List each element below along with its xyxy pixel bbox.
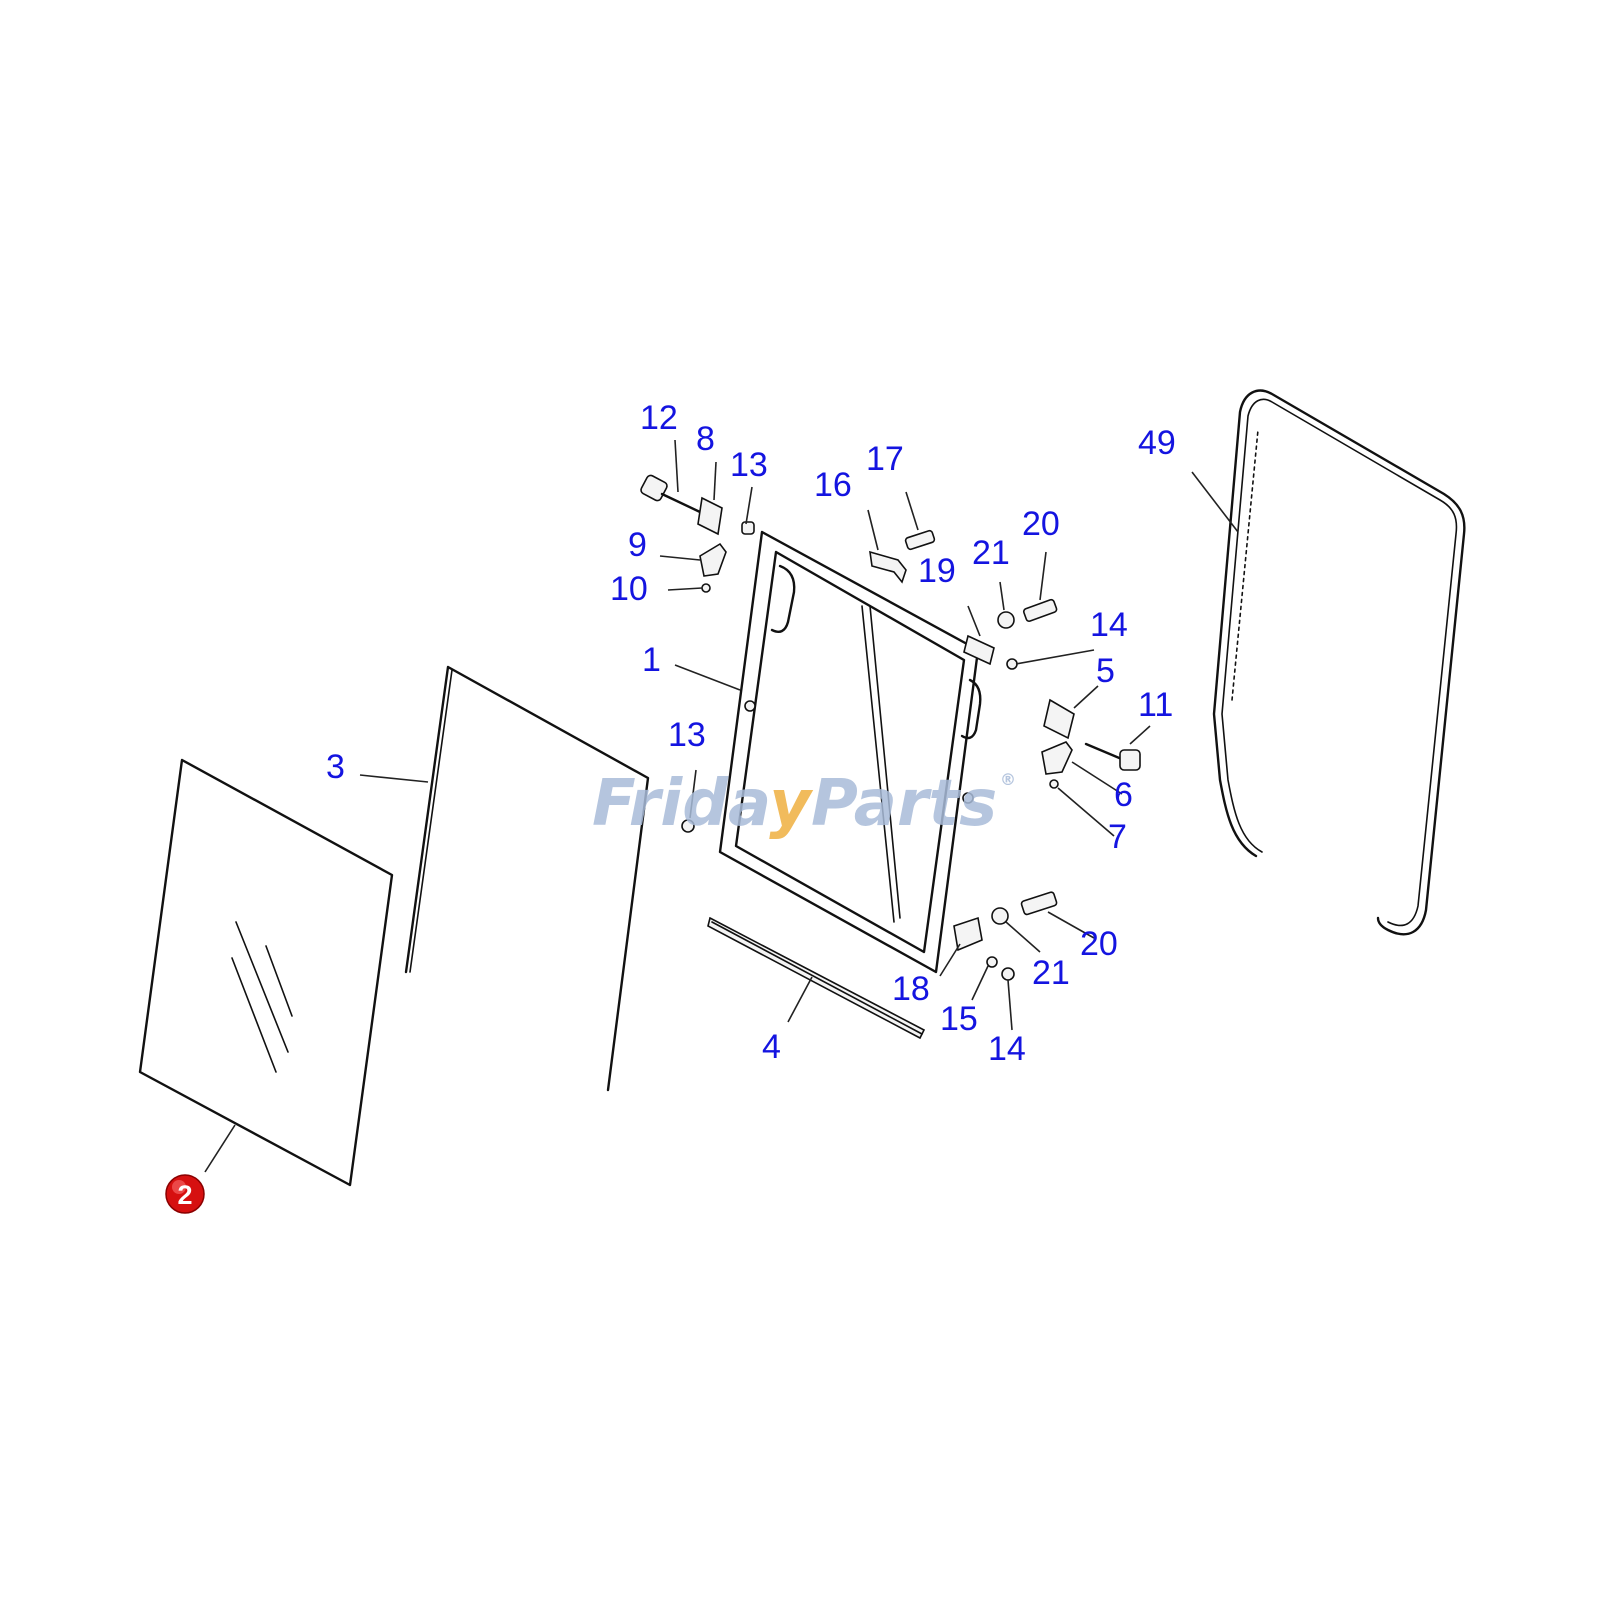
callout-12: 12 <box>640 399 678 437</box>
svg-text:FridayParts: FridayParts <box>592 767 997 841</box>
callout-6: 6 <box>1114 776 1133 814</box>
callout-11: 11 <box>1138 686 1173 724</box>
callout-4: 4 <box>762 1028 781 1066</box>
callout-5: 5 <box>1096 652 1115 690</box>
callout-14-upper: 14 <box>1090 606 1128 644</box>
callout-2: 2 <box>177 1180 192 1210</box>
callout-49: 49 <box>1138 424 1176 462</box>
callout-10: 10 <box>610 570 648 608</box>
callout-14-lower: 14 <box>988 1030 1026 1068</box>
callout-8: 8 <box>696 420 715 458</box>
part-glass-pane <box>138 758 394 1187</box>
callout-16: 16 <box>814 466 852 504</box>
callout-7: 7 <box>1108 818 1127 856</box>
callout-2-highlight: 2 <box>165 1174 205 1214</box>
watermark-logo: FridayParts ® <box>592 767 1016 841</box>
callout-19: 19 <box>918 552 956 590</box>
leader-lines <box>204 439 1239 1173</box>
callout-21-lower: 21 <box>1032 954 1070 992</box>
callout-18: 18 <box>892 970 930 1008</box>
callout-labels: 1 3 4 5 6 7 8 9 10 11 12 13 13 14 14 15 … <box>326 399 1176 1068</box>
callout-13-upper: 13 <box>730 446 768 484</box>
svg-text:®: ® <box>1000 770 1016 789</box>
callout-9: 9 <box>628 526 647 564</box>
part-window-frame <box>718 530 982 974</box>
callout-17: 17 <box>866 440 904 478</box>
hardware-lower-right <box>953 891 1058 981</box>
part-seal-strip <box>404 665 650 1092</box>
callout-21-upper: 21 <box>972 534 1010 572</box>
callout-3: 3 <box>326 748 345 786</box>
callout-15: 15 <box>940 1000 978 1038</box>
hardware-upper-right <box>681 529 1141 833</box>
hardware-upper-left <box>640 474 755 593</box>
callout-13-lower: 13 <box>668 716 706 754</box>
part-channel-strip <box>707 916 926 1040</box>
part-weatherstrip <box>1212 389 1466 936</box>
callout-1: 1 <box>642 641 661 679</box>
callout-20-lower: 20 <box>1080 925 1118 963</box>
callout-20-upper: 20 <box>1022 505 1060 543</box>
